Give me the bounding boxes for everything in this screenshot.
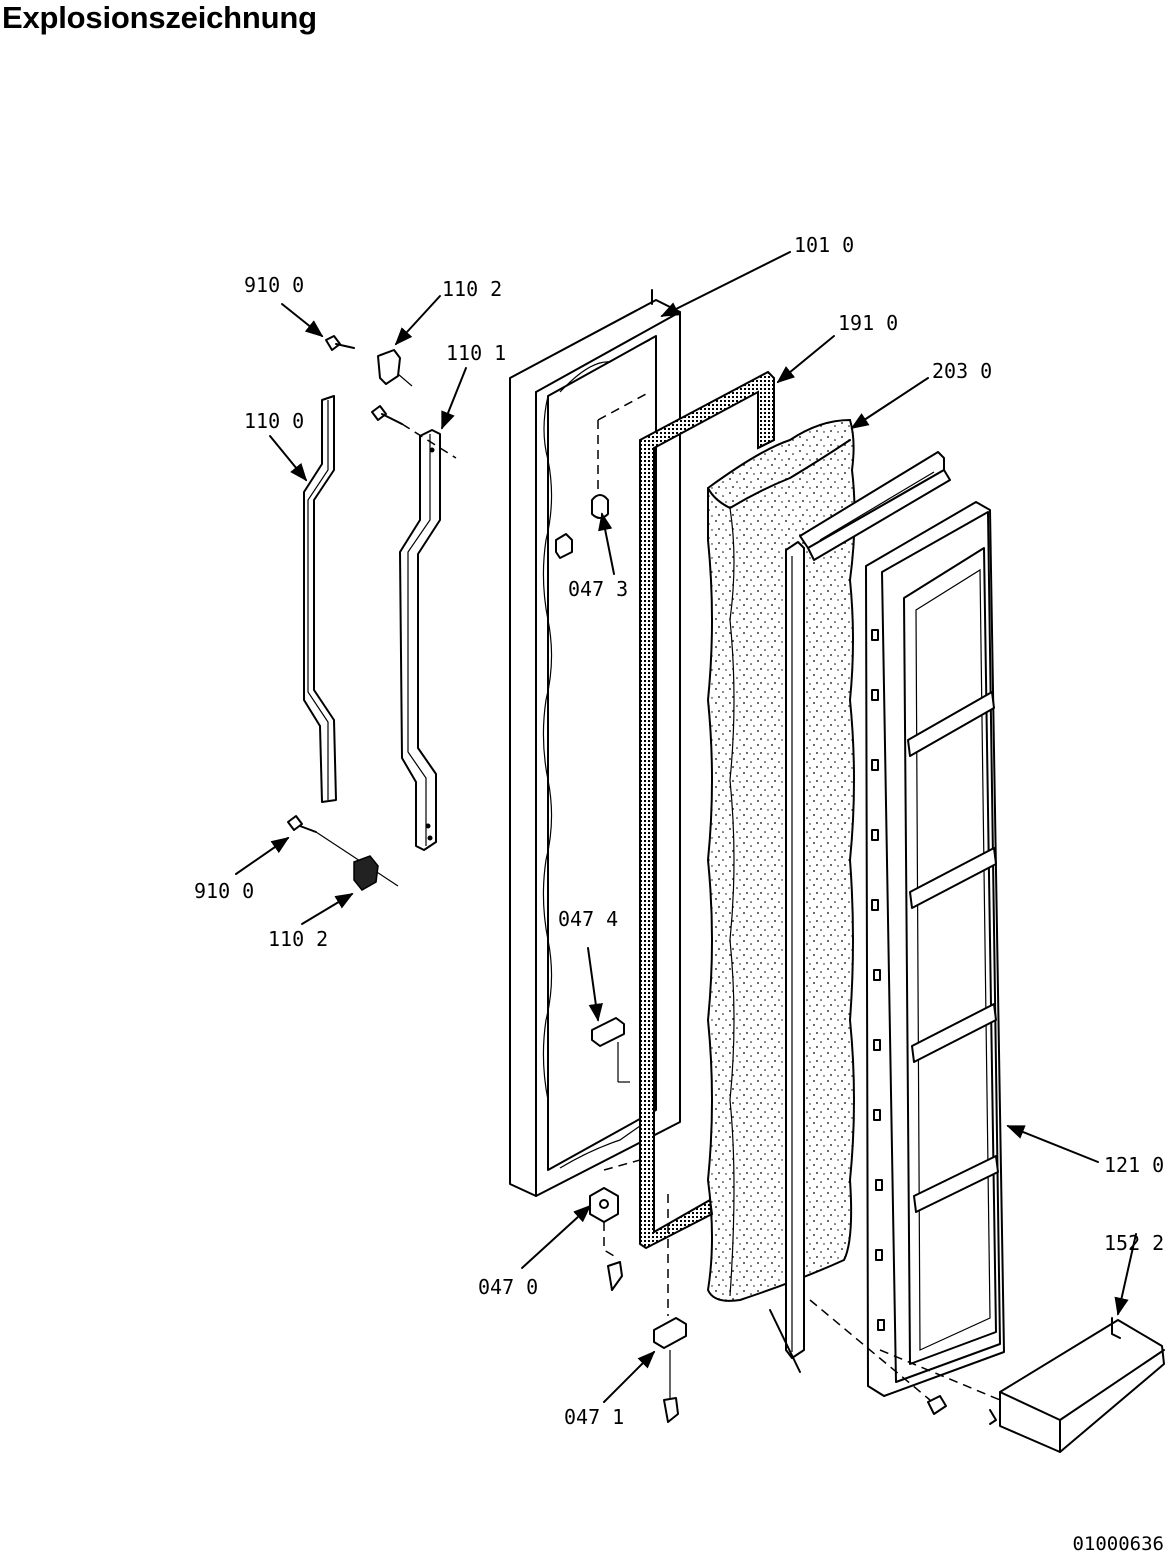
callout-910-0-top: 910 0 [244, 273, 304, 297]
liner-edge-studs [871, 629, 885, 1331]
bracket-047-4 [591, 1017, 630, 1083]
inner-door-liner [865, 501, 1005, 1397]
handle-cap-110-2-bottom [353, 855, 379, 891]
door-handle-right [399, 429, 441, 851]
callout-047-4: 047 4 [558, 907, 618, 931]
callout-047-1: 047 1 [564, 1405, 624, 1429]
door-shelf [989, 1317, 1165, 1453]
hinge-strip [769, 451, 951, 1373]
callout-121-0: 121 0 [1104, 1153, 1164, 1177]
callout-110-1: 110 1 [446, 341, 506, 365]
callout-110-0: 110 0 [244, 409, 304, 433]
callout-152-2: 152 2 [1104, 1231, 1164, 1255]
callout-110-2-top: 110 2 [442, 277, 502, 301]
handle-cap-110-2-top [377, 349, 413, 387]
screw-110-1 [371, 405, 457, 459]
clip-frame-left [555, 533, 573, 559]
insulation-foam [706, 418, 856, 1302]
callout-047-3: 047 3 [568, 577, 628, 601]
liner-screw [809, 1299, 1001, 1415]
door-gasket [639, 370, 775, 1250]
screw-910-top [325, 335, 355, 351]
hinge-047-1 [653, 1194, 687, 1423]
screw-910-bottom [287, 815, 399, 887]
document-id: 01000636 [1072, 1533, 1164, 1555]
callout-191-0: 191 0 [838, 311, 898, 335]
callout-047-0: 047 0 [478, 1275, 538, 1299]
callout-910-0-bottom: 910 0 [194, 879, 254, 903]
page-title: Explosionszeichnung [2, 0, 317, 35]
callout-110-2-bottom: 110 2 [268, 927, 328, 951]
door-handle-left [303, 395, 337, 803]
callout-203-0: 203 0 [932, 359, 992, 383]
callout-labels: 101 0 191 0 203 0 910 0 110 2 110 1 110 … [194, 233, 1164, 1429]
hinge-047-0 [589, 1159, 641, 1291]
leader-arrows [235, 251, 1137, 1403]
callout-101-0: 101 0 [794, 233, 854, 257]
door-outer-frame [509, 289, 681, 1197]
